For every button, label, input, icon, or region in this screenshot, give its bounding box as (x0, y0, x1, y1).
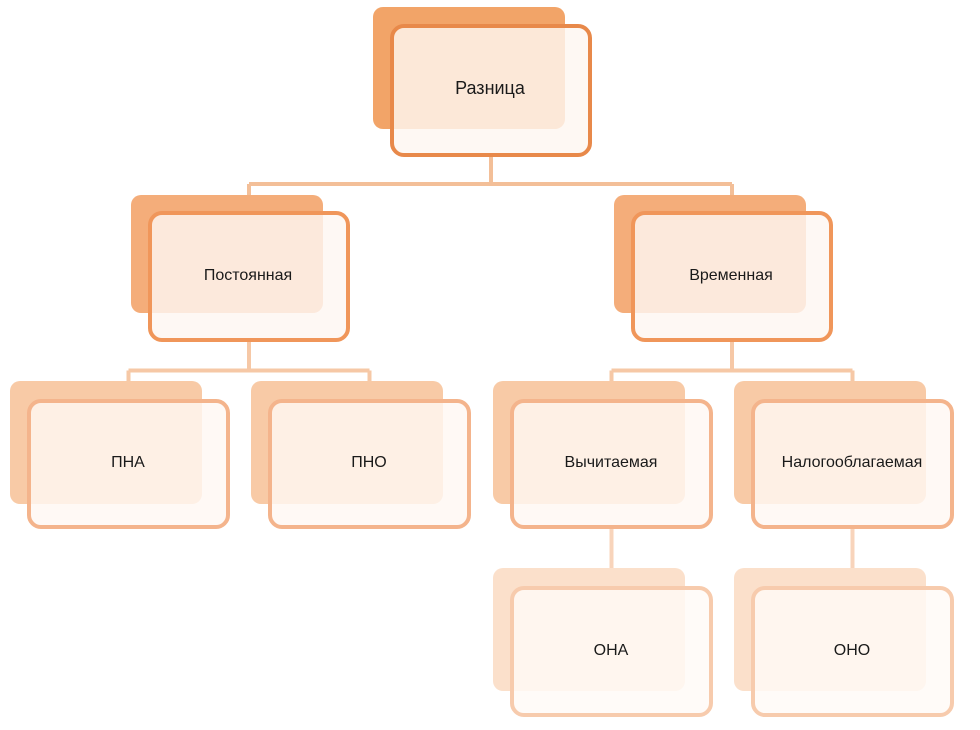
node-temporary-box (631, 211, 833, 342)
connector-temporary (609, 340, 855, 401)
node-temporary-label: Временная (689, 267, 773, 284)
node-root-box (390, 24, 592, 157)
node-pno-box (268, 399, 471, 529)
node-pna: ПНА (10, 381, 230, 529)
node-permanent-label: Постоянная (204, 267, 292, 284)
node-root: Разница (373, 7, 592, 157)
node-permanent-box (148, 211, 350, 342)
node-ona-label: ОНА (594, 642, 629, 659)
node-pna-label: ПНА (111, 454, 145, 471)
node-taxable: Налогооблагаемая (734, 381, 954, 529)
node-ona: ОНА (493, 568, 713, 717)
node-ono-label: ОНО (834, 642, 870, 659)
node-ono-box (751, 586, 954, 717)
node-temporary: Временная (614, 195, 833, 342)
node-ono: ОНО (734, 568, 954, 717)
node-taxable-label: Налогооблагаемая (782, 454, 923, 471)
node-taxable-box (751, 399, 954, 529)
node-ona-box (510, 586, 713, 717)
connector-root (247, 155, 734, 213)
node-deductible: Вычитаемая (493, 381, 713, 529)
connectors (126, 155, 855, 588)
node-root-label: Разница (455, 78, 526, 98)
node-pno: ПНО (251, 381, 471, 529)
connector-permanent (126, 340, 372, 401)
node-pna-box (27, 399, 230, 529)
node-permanent: Постоянная (131, 195, 350, 342)
node-pno-label: ПНО (351, 454, 387, 471)
node-deductible-box (510, 399, 713, 529)
node-deductible-label: Вычитаемая (565, 454, 658, 471)
